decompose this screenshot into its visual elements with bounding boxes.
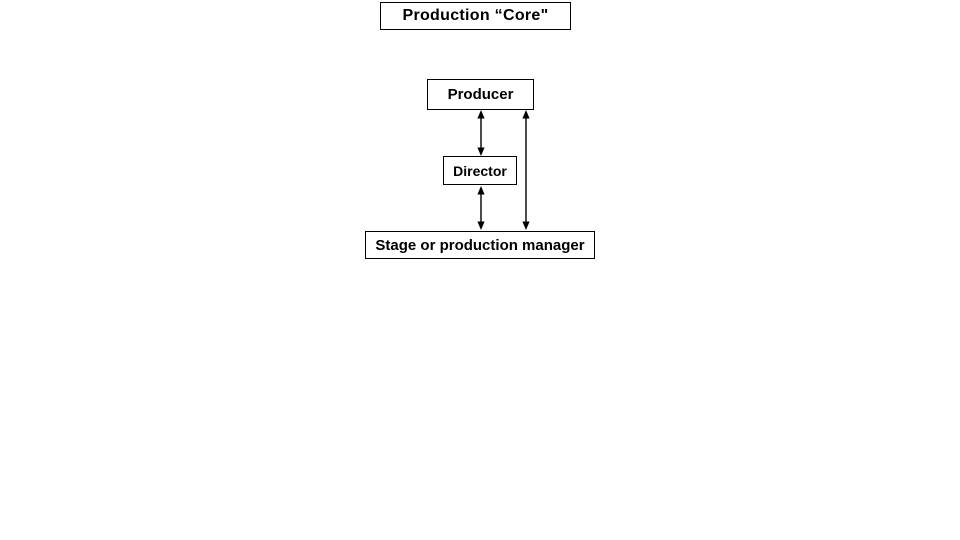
node-stage-or-production-manager: Stage or production manager xyxy=(365,231,595,259)
node-director-label: Director xyxy=(453,162,507,179)
arrow-producer-director xyxy=(477,110,485,156)
node-stage-or-production-manager-label: Stage or production manager xyxy=(375,236,585,254)
title-box-label: Production “Core" xyxy=(402,7,549,24)
node-producer: Producer xyxy=(427,79,534,110)
arrow-director-stage-manager xyxy=(477,186,485,230)
node-director: Director xyxy=(443,156,517,185)
arrow-producer-stage-manager xyxy=(522,110,530,230)
title-box: Production “Core" xyxy=(380,2,571,30)
node-producer-label: Producer xyxy=(447,86,514,103)
